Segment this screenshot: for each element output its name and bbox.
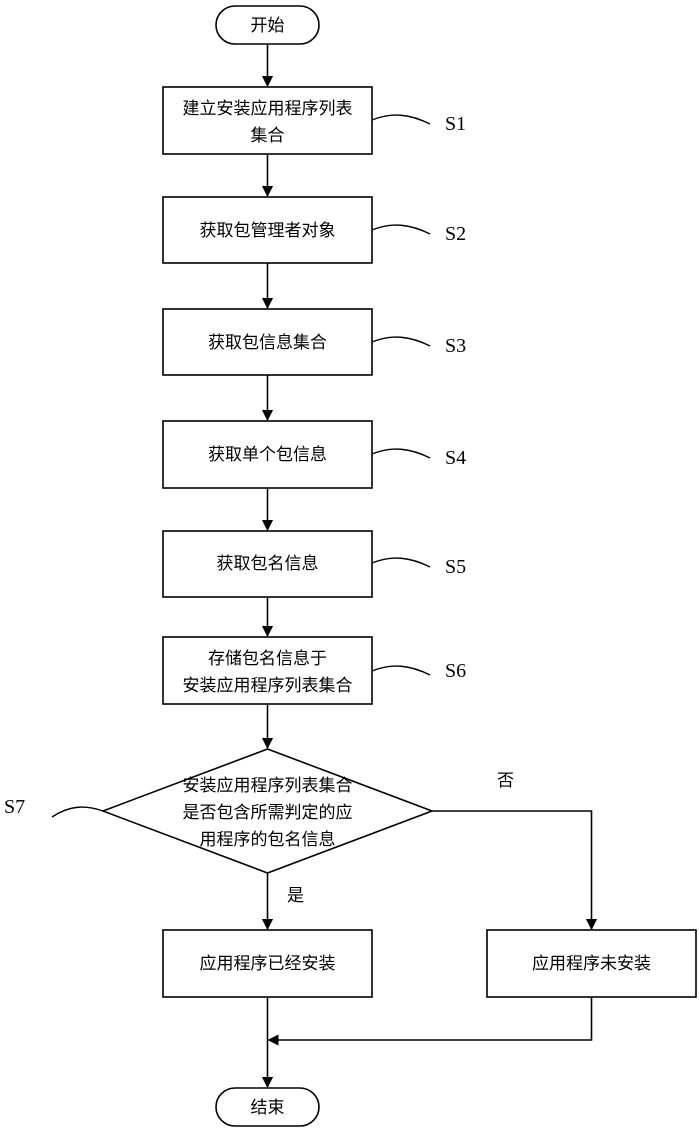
arrow-no-branch [432, 811, 592, 929]
outcome-installed: 应用程序已经安装 [163, 930, 372, 997]
step-s6-line-2: 安装应用程序列表集合 [183, 676, 353, 696]
outcome-not-installed: 应用程序未安装 [487, 930, 696, 997]
step-s4: 获取单个包信息 S4 [163, 421, 466, 488]
step-s1-connector [372, 115, 430, 124]
step-s3-connector [372, 337, 430, 346]
step-s3-id: S3 [445, 335, 466, 357]
decision-line-3: 用程序的包名信息 [200, 830, 336, 850]
step-s2-connector [372, 225, 430, 234]
step-s2-line-1: 获取包管理者对象 [200, 221, 336, 241]
step-s6-id: S6 [445, 660, 466, 682]
step-s1-line-1: 建立安装应用程序列表 [183, 99, 353, 119]
decision-s7-connector [52, 807, 103, 817]
end-node: 结束 [216, 1088, 319, 1126]
step-s6-line-1: 存储包名信息于 [208, 649, 327, 669]
step-s6-connector [372, 666, 430, 675]
step-s4-id: S4 [445, 447, 466, 469]
step-s5-id: S5 [445, 556, 466, 578]
arrow-not-installed-merge [269, 997, 592, 1040]
end-label: 结束 [251, 1098, 285, 1118]
start-node: 开始 [216, 6, 319, 44]
step-s5-line-1: 获取包名信息 [217, 554, 319, 574]
decision-line-1: 安装应用程序列表集合 [183, 776, 353, 796]
decision-line-2: 是否包含所需判定的应 [183, 803, 353, 823]
step-s4-connector [372, 449, 430, 458]
yes-label: 是 [287, 886, 304, 906]
step-s6: 存储包名信息于 安装应用程序列表集合 S6 [163, 637, 466, 704]
decision-s7-id: S7 [4, 796, 25, 818]
step-s1: 建立安装应用程序列表 集合 S1 [163, 87, 466, 154]
step-s4-line-1: 获取单个包信息 [208, 445, 327, 465]
no-label: 否 [497, 771, 514, 791]
decision-s7: 安装应用程序列表集合 是否包含所需判定的应 用程序的包名信息 S7 [4, 749, 432, 873]
step-s3: 获取包信息集合 S3 [163, 309, 466, 375]
outcome-not-installed-label: 应用程序未安装 [532, 954, 651, 974]
step-s1-id: S1 [445, 113, 466, 135]
step-s1-line-2: 集合 [251, 126, 285, 146]
step-s2: 获取包管理者对象 S2 [163, 197, 466, 263]
step-s3-line-1: 获取包信息集合 [208, 333, 327, 353]
start-label: 开始 [251, 16, 285, 36]
step-s2-id: S2 [445, 223, 466, 245]
step-s5: 获取包名信息 S5 [163, 531, 466, 597]
step-s5-connector [372, 558, 430, 567]
outcome-installed-label: 应用程序已经安装 [200, 954, 336, 974]
